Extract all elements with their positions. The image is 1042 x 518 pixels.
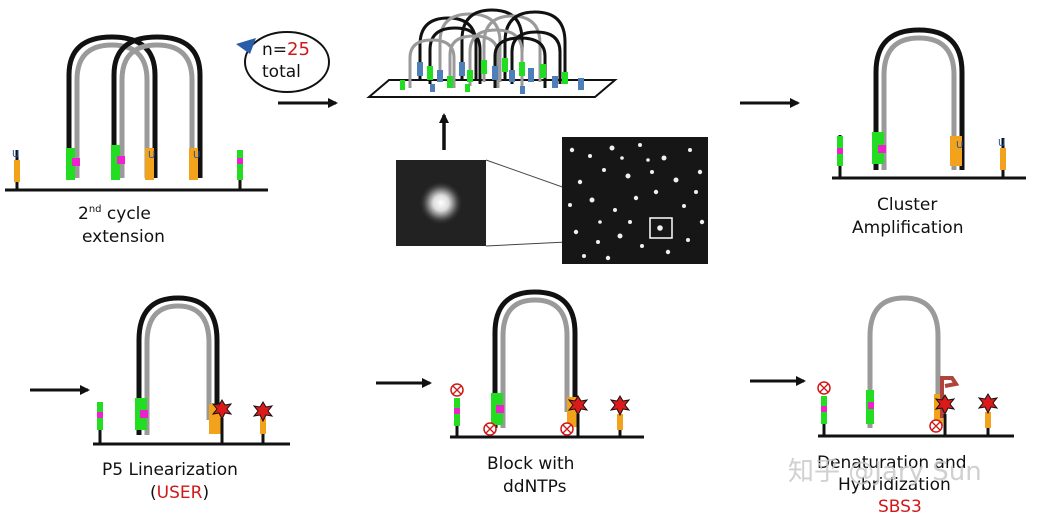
label-hybridization: Hybridization bbox=[838, 475, 951, 495]
bridge-strand-black bbox=[873, 27, 965, 170]
p5-adapter bbox=[950, 136, 962, 166]
free-primer-p7-blocked bbox=[817, 381, 831, 436]
label-ddntps: ddNTPs bbox=[503, 477, 567, 497]
index-tag bbox=[496, 405, 504, 413]
svg-text:U: U bbox=[12, 149, 19, 160]
index-tag bbox=[878, 145, 886, 153]
bridge-strand-black bbox=[492, 289, 578, 428]
label-extension: extension bbox=[82, 227, 165, 247]
bridge-strand-black bbox=[111, 34, 203, 178]
index-tag bbox=[140, 410, 148, 418]
uracil-mark: U bbox=[148, 150, 155, 161]
bridge-strand-gray bbox=[119, 42, 195, 178]
panel-denature-hybridize: Denaturation and Hybridization SBS3 bbox=[817, 295, 1014, 517]
free-primer-cleaved bbox=[977, 393, 999, 436]
watermark: 知乎 @Jary Sun bbox=[788, 457, 982, 487]
template-strand-gray bbox=[867, 295, 941, 428]
bridge-strand-black bbox=[66, 34, 158, 178]
p5-adapter bbox=[934, 394, 943, 426]
label-denaturation: Denaturation and bbox=[817, 453, 967, 473]
blocked-end-icon bbox=[483, 422, 497, 436]
label-cycle-extension: 2nd cycle bbox=[78, 204, 151, 224]
bridge-strand-gray bbox=[881, 35, 957, 170]
uracil-mark: U bbox=[956, 140, 963, 151]
cycle-counter: n=25 total bbox=[236, 31, 330, 93]
free-primer-p7 bbox=[237, 150, 243, 190]
label-block-with: Block with bbox=[487, 454, 574, 474]
dense-cluster bbox=[366, 8, 618, 98]
uracil-mark: U bbox=[193, 150, 200, 161]
label-user: (USER) bbox=[150, 483, 209, 503]
index-tag bbox=[868, 402, 874, 409]
p5-adapter bbox=[189, 148, 198, 180]
p7-adapter bbox=[111, 145, 120, 180]
free-primer-p5: U bbox=[12, 149, 20, 190]
bridge-strand-black bbox=[136, 295, 220, 435]
blocked-end-icon bbox=[560, 422, 574, 436]
label-sbs3: SBS3 bbox=[878, 497, 922, 517]
label-p5-linearization: P5 Linearization bbox=[102, 460, 238, 480]
svg-text:total: total bbox=[262, 62, 301, 82]
panel-block-ddntps: Block with ddNTPs bbox=[450, 289, 644, 497]
panel-cycle-extension: U U U 2nd cycle extension bbox=[5, 34, 268, 247]
free-primer-p5: U bbox=[998, 138, 1006, 178]
bridge-strand-gray bbox=[144, 303, 212, 435]
flag-icon bbox=[236, 38, 256, 54]
label-amplification: Amplification bbox=[852, 218, 963, 238]
svg-text:n=25: n=25 bbox=[262, 39, 310, 60]
free-primer-p7 bbox=[837, 135, 843, 178]
blocked-end-icon bbox=[929, 419, 943, 433]
free-primer-p7-blocked bbox=[450, 383, 464, 437]
free-primer-p7 bbox=[97, 402, 103, 444]
bridge-strand-gray bbox=[500, 297, 570, 428]
single-cluster-image bbox=[396, 160, 486, 246]
free-primer-cleaved bbox=[252, 401, 274, 444]
sequencing-primer-icon bbox=[940, 376, 960, 418]
flowcell-image bbox=[562, 137, 708, 264]
index-tag bbox=[117, 156, 125, 164]
p5-adapter bbox=[145, 148, 154, 180]
bridge-strand-gray bbox=[74, 42, 150, 178]
panel-cluster-amplification: U U Cluster Amplification bbox=[832, 27, 1026, 238]
label-cluster: Cluster bbox=[877, 195, 937, 215]
svg-text:U: U bbox=[998, 138, 1005, 149]
free-primer-cleaved bbox=[609, 395, 631, 437]
panel-p5-linearization: P5 Linearization (USER) bbox=[93, 295, 290, 503]
p7-adapter bbox=[66, 148, 75, 180]
index-tag bbox=[72, 158, 80, 166]
